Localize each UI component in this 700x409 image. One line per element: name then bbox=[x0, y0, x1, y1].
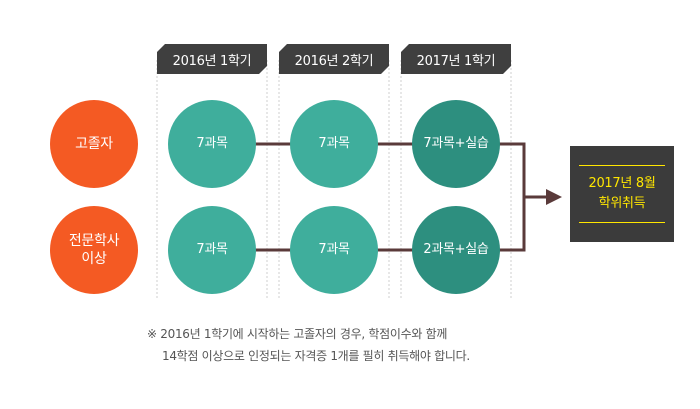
step-circle: 2과목+실습 bbox=[412, 206, 500, 294]
step-circle: 7과목 bbox=[168, 206, 256, 294]
row-label-high-school: 고졸자 bbox=[50, 100, 138, 188]
row-label-associate-degree: 전문학사 이상 bbox=[50, 206, 138, 294]
step-circle: 7과목 bbox=[168, 100, 256, 188]
semester-header-1: 2016년 1학기 bbox=[157, 44, 267, 74]
row-label-text: 고졸자 bbox=[75, 136, 113, 152]
result-label: 학위취득 bbox=[598, 196, 646, 211]
degree-result-box: 2017년 8월 학위취득 bbox=[570, 146, 674, 242]
semester-header-2: 2016년 2학기 bbox=[279, 44, 389, 74]
semester-header-3: 2017년 1학기 bbox=[401, 44, 511, 74]
row-label-text: 전문학사 bbox=[68, 233, 120, 249]
result-arrow-head bbox=[546, 189, 562, 205]
column-guides bbox=[156, 60, 512, 300]
footnote-line-2: 14학점 이상으로 인정되는 자격증 1개를 필히 취득해야 합니다. bbox=[162, 349, 470, 363]
step-circle: 7과목+실습 bbox=[412, 100, 500, 188]
result-date: 2017년 8월 bbox=[588, 176, 656, 191]
row-connectors bbox=[138, 142, 548, 252]
footnote-line-1: ※ 2016년 1학기에 시작하는 고졸자의 경우, 학점이수와 함께 bbox=[147, 327, 448, 341]
step-circle: 7과목 bbox=[290, 206, 378, 294]
footnote: ※ 2016년 1학기에 시작하는 고졸자의 경우, 학점이수와 함께 14학점… bbox=[147, 323, 470, 367]
row-label-text: 이상 bbox=[81, 251, 107, 267]
step-circle: 7과목 bbox=[290, 100, 378, 188]
